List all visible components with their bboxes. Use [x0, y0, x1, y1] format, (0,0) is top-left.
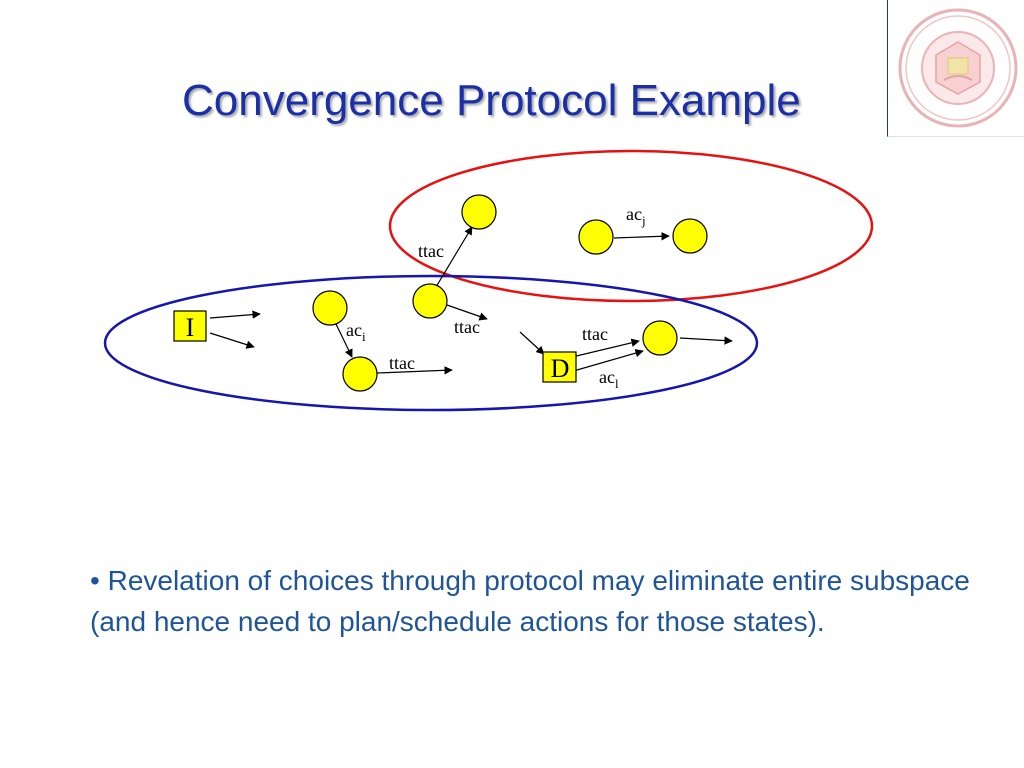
edge-label-ttac-top: ttac: [418, 241, 444, 261]
state-node: [578, 219, 614, 255]
edge-ttac-mid: [446, 304, 488, 321]
edge-label-ttac-mid: ttac: [454, 317, 480, 337]
edge-acj: [613, 232, 670, 241]
university-seal-logo: [887, 0, 1024, 137]
decision-state-box: [542, 351, 577, 383]
edge-out-right: [679, 336, 733, 345]
state-node: [642, 320, 678, 356]
edge-ttac-low: [376, 366, 453, 375]
edge-label-acj: acj: [626, 204, 646, 228]
bullet-marker: •: [90, 565, 100, 596]
edge-initial-lower: [209, 332, 255, 349]
edge-ttac-right: [567, 338, 640, 359]
state-node: [672, 218, 708, 254]
state-node: [412, 283, 448, 319]
state-node: [342, 356, 378, 392]
state-node: [461, 194, 497, 230]
state-node: [312, 290, 348, 326]
edge-label-aci: aci: [346, 320, 366, 344]
slide-title: Convergence Protocol Example: [182, 76, 801, 125]
edge-initial-upper: [209, 310, 261, 319]
upper-region-ellipse: [388, 149, 874, 303]
lower-region-ellipse: [103, 274, 759, 412]
bullet-point: • Revelation of choices through protocol…: [90, 560, 990, 642]
edge-acl: [569, 349, 644, 373]
initial-state-label: I: [186, 313, 195, 342]
bullet-text: Revelation of choices through protocol m…: [90, 565, 970, 637]
edge-label-ttac-right: ttac: [582, 324, 608, 344]
seal-emblem-icon: [898, 8, 1018, 128]
decision-state-label: D: [551, 354, 570, 383]
edge-ttac-top: [435, 226, 473, 288]
initial-state-box: [173, 310, 207, 342]
edge-label-acl: acl: [599, 367, 619, 391]
edge-aci: [335, 323, 353, 358]
edge-into-decision: [519, 331, 545, 355]
edge-label-ttac-low: ttac: [389, 353, 415, 373]
